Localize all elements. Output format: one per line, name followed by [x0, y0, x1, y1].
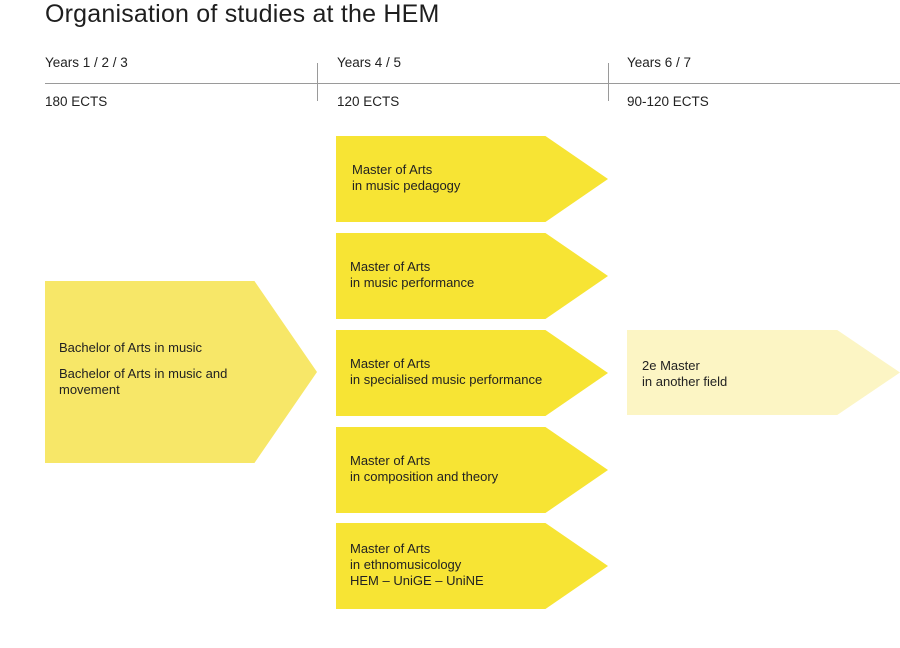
master-arrow-composition: Master of Arts in composition and theory — [336, 427, 608, 513]
master-title: Master of Arts — [350, 356, 431, 371]
column-divider-1 — [317, 63, 318, 101]
master-institutions: HEM – UniGE – UniNE — [350, 573, 484, 588]
column-years-2: Years 4 / 5 — [337, 55, 402, 70]
bachelor-line-2: Bachelor of Arts in music and — [59, 366, 228, 381]
column-years-1: Years 1 / 2 / 3 — [45, 55, 128, 70]
master-field: in specialised music performance — [350, 372, 543, 387]
page-title: Organisation of studies at the HEM — [45, 0, 440, 28]
bachelor-line-3: movement — [59, 382, 120, 397]
master-title: Master of Arts — [352, 162, 433, 177]
column-ects-3: 90-120 ECTS — [627, 94, 709, 109]
master-field: in music pedagogy — [352, 178, 461, 193]
master-arrow-performance: Master of Arts in music performance — [336, 233, 608, 319]
master-field: in ethnomusicology — [350, 557, 462, 572]
master-field: in music performance — [350, 275, 475, 290]
master-title: Master of Arts — [350, 259, 431, 274]
column-years-3: Years 6 / 7 — [627, 55, 692, 70]
master-title: Master of Arts — [350, 541, 431, 556]
master-arrow-pedagogy: Master of Arts in music pedagogy — [336, 136, 608, 222]
column-ects-2: 120 ECTS — [337, 94, 400, 109]
column-divider-2 — [608, 63, 609, 101]
second-master-title: 2e Master — [642, 358, 700, 373]
master-field: in composition and theory — [350, 469, 499, 484]
master-arrow-ethnomusicology: Master of Arts in ethnomusicology HEM – … — [336, 523, 608, 609]
second-master-arrow: 2e Master in another field — [627, 330, 900, 415]
master-title: Master of Arts — [350, 453, 431, 468]
column-ects-1: 180 ECTS — [45, 94, 108, 109]
header-divider — [45, 83, 900, 84]
bachelor-arrow: Bachelor of Arts in music Bachelor of Ar… — [45, 281, 317, 463]
master-arrow-specialised: Master of Arts in specialised music perf… — [336, 330, 608, 416]
second-master-field: in another field — [642, 374, 728, 389]
bachelor-line-1: Bachelor of Arts in music — [59, 340, 203, 355]
